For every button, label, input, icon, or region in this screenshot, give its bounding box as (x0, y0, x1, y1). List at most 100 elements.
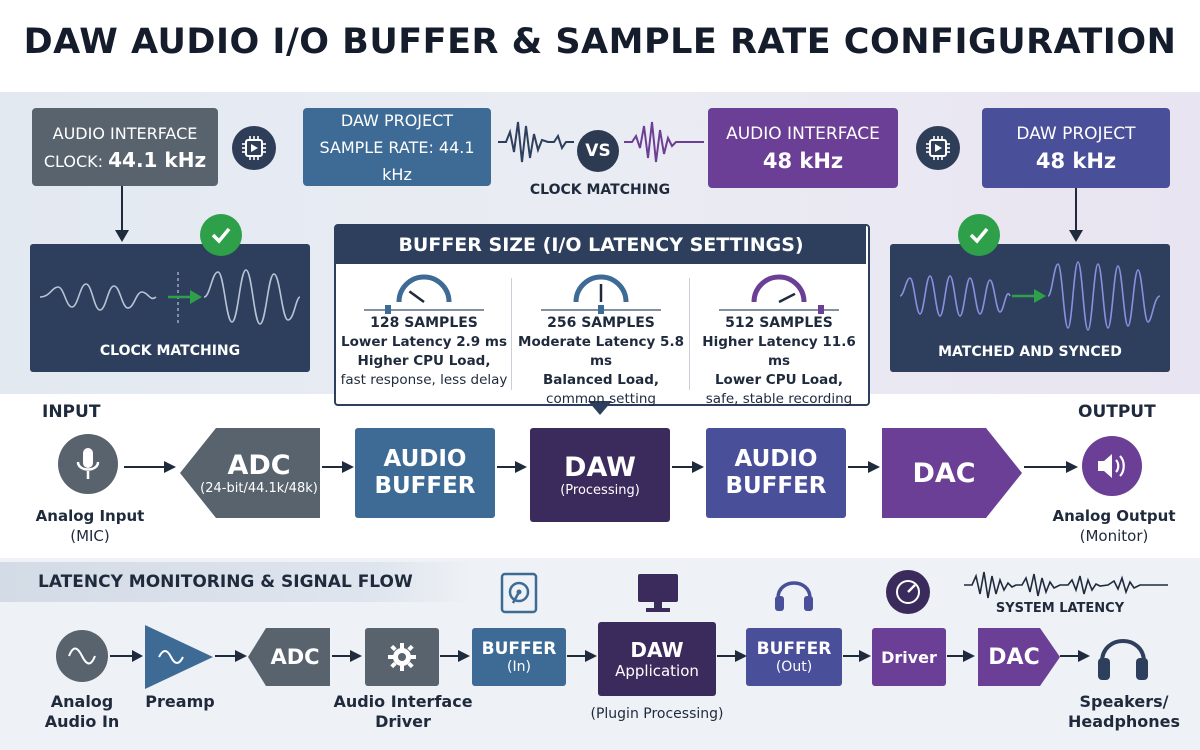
low-dac-block (978, 628, 1060, 686)
pointer-arrow-icon (588, 401, 612, 415)
buffer-option-latency: Moderate Latency 5.8 ms (518, 334, 684, 369)
sine-wave-icon (56, 630, 108, 682)
buffer-option-latency: Higher Latency 11.6 ms (702, 334, 856, 369)
buffer-option-load: Higher CPU Load, (357, 353, 491, 369)
buffer-option-latency: Lower Latency 2.9 ms (340, 334, 507, 350)
right-project-rate: 48 kHz (1035, 149, 1117, 173)
latency-gauge-icon (541, 274, 661, 314)
low-adc-block (248, 628, 330, 686)
left-panel-caption: CLOCK MATCHING (99, 343, 241, 359)
monitor-icon (638, 574, 678, 612)
low-buffer-out-block: BUFFER (Out) (746, 628, 842, 686)
analog-audio-in-caption: Analog Audio In (44, 692, 120, 731)
output-audio-buffer: AUDIO BUFFER (706, 428, 846, 518)
low-buffer-in-block: BUFFER (In) (472, 628, 566, 686)
microphone-icon (58, 434, 118, 494)
dac-label: DAC (912, 457, 976, 489)
buffer-option-load: Lower CPU Load, (714, 372, 844, 388)
right-clock-panel: MATCHED AND SYNCED (890, 244, 1170, 372)
low-buffer-out-subtitle: (Out) (775, 659, 813, 675)
right-interface-rate: 48 kHz (762, 149, 844, 173)
right-arrow-icon (322, 461, 354, 473)
low-driver-block: Driver (872, 628, 946, 686)
right-arrow-icon (567, 650, 597, 662)
checkmark-icon (958, 214, 1000, 256)
output-title: OUTPUT (1078, 402, 1156, 422)
low-daw-title: DAW (630, 638, 684, 662)
plugin-processing-caption: (Plugin Processing) (590, 706, 724, 722)
clock-waveform-icon (498, 121, 704, 163)
input-buffer-line1: AUDIO (383, 446, 467, 472)
input-caption-line2: (MIC) (70, 527, 110, 545)
left-clock-panel: CLOCK MATCHING (30, 244, 310, 372)
latency-waveform-icon (964, 571, 1168, 599)
preamp-triangle-icon (145, 625, 213, 689)
left-interface-clock-value: 44.1 kHz (108, 147, 207, 172)
right-interface-title: AUDIO INTERFACE (726, 124, 880, 144)
right-arrow-icon (672, 461, 704, 473)
right-arrow-icon (843, 650, 871, 662)
adc-subtitle: (24-bit/44.1k/48k) (200, 481, 318, 496)
divider (511, 278, 512, 390)
gauge-icon (886, 570, 930, 614)
driver-gear-block (365, 628, 439, 686)
cpu-chip-icon (232, 126, 276, 170)
low-adc-label: ADC (270, 645, 320, 669)
input-title: INPUT (42, 402, 101, 422)
adc-title: ADC (227, 450, 291, 481)
input-caption: Analog Input (MIC) (20, 506, 160, 546)
output-buffer-line1: AUDIO (734, 446, 818, 472)
hard-drive-icon (500, 572, 538, 614)
low-buffer-in-title: BUFFER (481, 639, 557, 659)
checkmark-icon (200, 214, 242, 256)
speaker-icon (1082, 436, 1142, 496)
right-arrow-icon (215, 650, 247, 662)
down-arrow-icon (1069, 188, 1083, 242)
output-caption: Analog Output(Monitor) (1044, 506, 1184, 546)
right-arrow-icon (497, 461, 527, 473)
right-arrow-icon (947, 650, 975, 662)
right-arrow-icon (1024, 461, 1078, 473)
left-interface-clock: CLOCK: 44.1 kHz (44, 147, 206, 175)
buffer-option-note: safe, stable recording (705, 391, 853, 407)
buffer-option-samples: 256 SAMPLES (547, 315, 655, 331)
right-arrow-icon (440, 650, 470, 662)
dac-block (882, 428, 1022, 518)
daw-processing-block: DAW (Processing) (530, 428, 670, 522)
buffer-option-load: Balanced Load, (542, 372, 660, 388)
speakers-caption: Speakers/ Headphones (1067, 692, 1181, 731)
left-project-sample-rate: SAMPLE RATE: 44.1 kHz (319, 137, 475, 184)
latency-section-heading: LATENCY MONITORING & SIGNAL FLOW (0, 562, 470, 602)
right-project-title: DAW PROJECT (1016, 124, 1136, 144)
right-daw-project-box: DAW PROJECT 48 kHz (982, 108, 1170, 188)
cpu-chip-icon (916, 126, 960, 170)
low-buffer-in-subtitle: (In) (507, 659, 531, 675)
headphones-icon (775, 581, 813, 611)
left-daw-project-box: DAW PROJECT SAMPLE RATE: 44.1 kHz (303, 108, 491, 186)
buffer-option-note: fast response, less delay (340, 372, 508, 388)
driver-caption: Audio Interface Driver (333, 692, 473, 731)
low-daw-subtitle: Application (615, 662, 699, 680)
left-interface-clock-label: CLOCK: (43, 151, 109, 171)
gear-icon (388, 643, 416, 671)
output-buffer-line2: BUFFER (725, 473, 827, 499)
low-daw-block: DAW Application (598, 622, 716, 696)
buffer-option-1: 128 SAMPLES Lower Latency 2.9 ms Higher CP… (336, 270, 512, 390)
right-audio-interface-box: AUDIO INTERFACE 48 kHz (708, 108, 898, 188)
left-interface-title: AUDIO INTERFACE (52, 123, 198, 143)
left-project-title: DAW PROJECT (340, 110, 454, 130)
waveform-icon (900, 261, 1160, 331)
latency-gauge-icon (364, 274, 484, 314)
down-arrow-icon (115, 186, 129, 242)
input-audio-buffer: AUDIO BUFFER (355, 428, 495, 518)
preamp-caption: Preamp (145, 692, 215, 711)
buffer-option-samples: 128 SAMPLES (370, 315, 478, 331)
left-audio-interface-box: AUDIO INTERFACE CLOCK: 44.1 kHz (32, 108, 218, 186)
buffer-size-heading: BUFFER SIZE (I/O LATENCY SETTINGS) (336, 226, 866, 264)
right-arrow-icon (848, 461, 880, 473)
divider (689, 278, 690, 390)
daw-title: DAW (564, 452, 636, 483)
input-caption-line1: Analog Input (35, 507, 145, 525)
right-panel-caption: MATCHED AND SYNCED (938, 344, 1122, 360)
